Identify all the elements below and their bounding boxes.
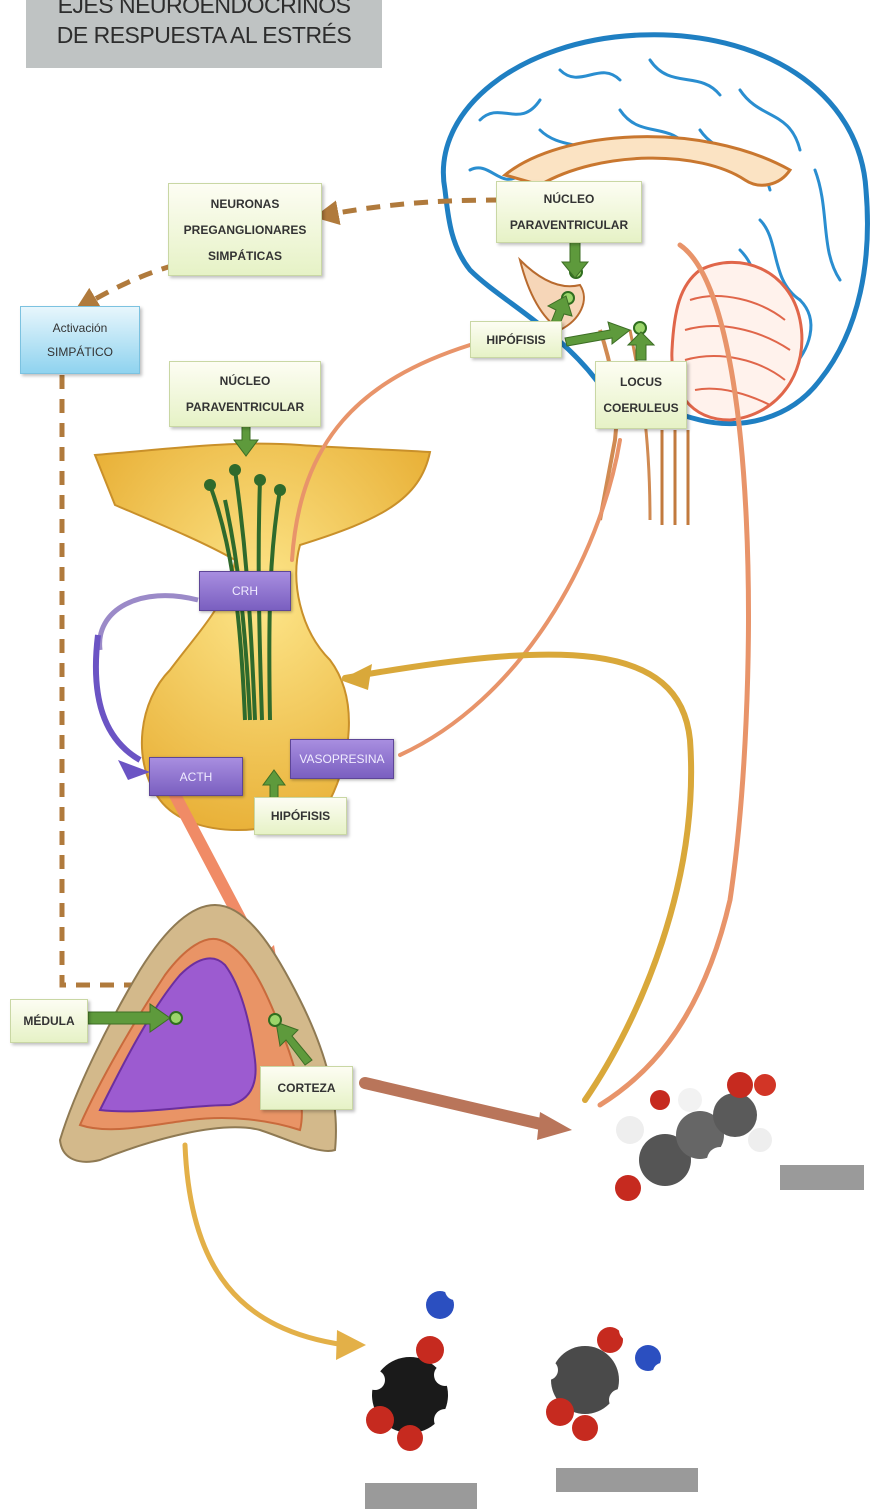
crh-box: CRH bbox=[199, 571, 291, 611]
neuronas-line-3: SIMPÁTICAS bbox=[169, 243, 321, 269]
neuronas-preganglionares-box: NEURONAS PREGANGLIONARES SIMPÁTICAS bbox=[168, 183, 322, 276]
nucleo-top-line-1: NÚCLEO bbox=[497, 186, 641, 212]
nucleo-paraventricular-mid-box: NÚCLEO PARAVENTRICULAR bbox=[169, 361, 321, 427]
title-line-1: EJES NEUROENDOCRINOS bbox=[26, 0, 382, 20]
activacion-simpatico-box: Activación SIMPÁTICO bbox=[20, 306, 140, 374]
acth-label: ACTH bbox=[180, 770, 213, 784]
hipofisis-top-box: HIPÓFISIS bbox=[470, 321, 562, 358]
activacion-line-2: SIMPÁTICO bbox=[21, 340, 139, 364]
vasopresina-box: VASOPRESINA bbox=[290, 739, 394, 779]
noradrenaline-molecule bbox=[538, 1319, 671, 1441]
crh-label: CRH bbox=[232, 584, 258, 598]
nucleo-mid-line-1: NÚCLEO bbox=[170, 368, 320, 394]
locus-line-1: LOCUS bbox=[596, 369, 686, 395]
brain-illustration bbox=[443, 35, 867, 525]
corteza-label: CORTEZA bbox=[261, 1075, 352, 1101]
activacion-line-1: Activación bbox=[21, 316, 139, 340]
hipofisis-mid-box: HIPÓFISIS bbox=[254, 797, 347, 835]
adrenaline-molecule bbox=[365, 1280, 474, 1454]
hipofisis-mid-label: HIPÓFISIS bbox=[255, 803, 346, 829]
nucleo-mid-line-2: PARAVENTRICULAR bbox=[170, 394, 320, 420]
locus-line-2: COERULEUS bbox=[596, 395, 686, 421]
diagram-title: EJES NEUROENDOCRINOS DE RESPUESTA AL EST… bbox=[26, 0, 382, 68]
adrenaline-label-redacted bbox=[365, 1483, 477, 1509]
nucleo-top-line-2: PARAVENTRICULAR bbox=[497, 212, 641, 238]
locus-coeruleus-box: LOCUS COERULEUS bbox=[595, 361, 687, 429]
vasopresina-label: VASOPRESINA bbox=[299, 752, 384, 766]
medula-box: MÉDULA bbox=[10, 999, 88, 1043]
hipofisis-top-label: HIPÓFISIS bbox=[471, 327, 561, 353]
neuronas-line-2: PREGANGLIONARES bbox=[169, 217, 321, 243]
nucleo-paraventricular-top-box: NÚCLEO PARAVENTRICULAR bbox=[496, 181, 642, 243]
neuronas-line-1: NEURONAS bbox=[169, 191, 321, 217]
cortisol-molecule bbox=[615, 1072, 776, 1201]
medula-label: MÉDULA bbox=[11, 1008, 87, 1034]
corteza-box: CORTEZA bbox=[260, 1066, 353, 1110]
cortisol-label-redacted bbox=[780, 1165, 864, 1190]
noradrenaline-label-redacted bbox=[556, 1468, 698, 1492]
title-line-2: DE RESPUESTA AL ESTRÉS bbox=[26, 20, 382, 50]
acth-box: ACTH bbox=[149, 757, 243, 796]
